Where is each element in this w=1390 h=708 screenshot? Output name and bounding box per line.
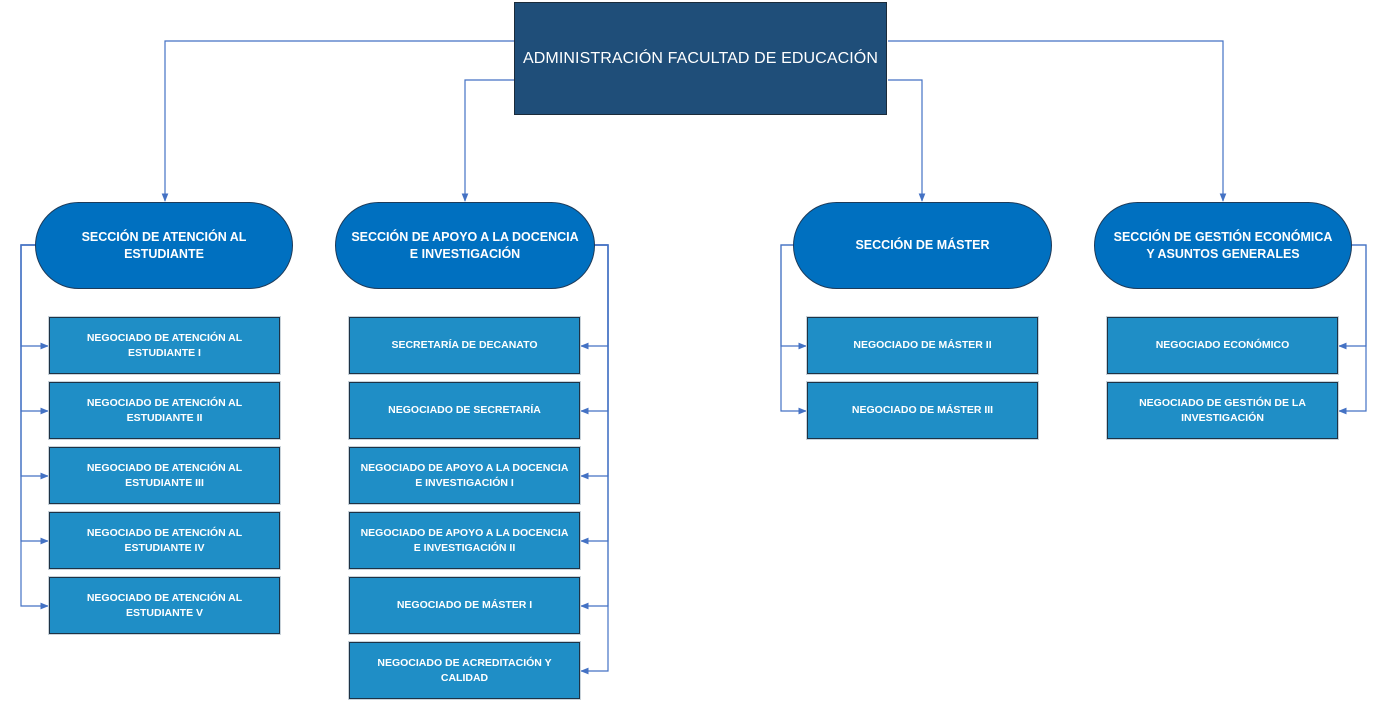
unit-label: NEGOCIADO DE ATENCIÓN AL ESTUDIANTE II — [86, 396, 243, 424]
unit-master-3[interactable]: NEGOCIADO DE MÁSTER III — [807, 382, 1038, 439]
connector-atencion-unit-3 — [20, 244, 49, 480]
unit-label: NEGOCIADO DE GESTIÓN DE LA INVESTIGACIÓN — [1139, 396, 1306, 424]
section-label: SECCIÓN DE ATENCIÓN AL ESTUDIANTE — [81, 229, 247, 261]
unit-label: NEGOCIADO DE APOYO A LA DOCENCIA E INVES… — [360, 461, 569, 489]
connector-root-to-apoyo — [461, 79, 514, 202]
connector-apoyo-unit-3 — [580, 244, 609, 480]
connector-atencion-unit-4 — [20, 244, 49, 545]
section-apoyo-docencia[interactable]: SECCIÓN DE APOYO A LA DOCENCIA E INVESTI… — [335, 202, 595, 289]
unit-gestion-investigacion[interactable]: NEGOCIADO DE GESTIÓN DE LA INVESTIGACIÓN — [1107, 382, 1338, 439]
connector-root-to-master — [888, 79, 926, 202]
unit-label: NEGOCIADO DE ATENCIÓN AL ESTUDIANTE I — [86, 331, 243, 359]
unit-label: NEGOCIADO DE APOYO A LA DOCENCIA E INVES… — [360, 526, 569, 554]
unit-label: NEGOCIADO DE MÁSTER II — [853, 339, 992, 351]
unit-label: NEGOCIADO DE ATENCIÓN AL ESTUDIANTE III — [86, 461, 243, 489]
unit-economico[interactable]: NEGOCIADO ECONÓMICO — [1107, 317, 1338, 374]
section-master[interactable]: SECCIÓN DE MÁSTER — [793, 202, 1052, 289]
connector-apoyo-unit-5 — [580, 244, 609, 610]
unit-label: NEGOCIADO DE MÁSTER III — [851, 404, 994, 416]
connector-apoyo-unit-4 — [580, 244, 609, 545]
unit-label: NEGOCIADO DE SECRETARÍA — [388, 404, 541, 416]
connector-apoyo-unit-6 — [580, 244, 609, 675]
section-gestion-economica[interactable]: SECCIÓN DE GESTIÓN ECONÓMICA Y ASUNTOS G… — [1094, 202, 1352, 289]
section-label: SECCIÓN DE GESTIÓN ECONÓMICA Y ASUNTOS G… — [1113, 229, 1333, 261]
unit-atencion-estudiante-5[interactable]: NEGOCIADO DE ATENCIÓN AL ESTUDIANTE V — [49, 577, 280, 634]
section-label: SECCIÓN DE MÁSTER — [855, 238, 990, 252]
connector-root-to-atencion — [161, 40, 514, 202]
connector-atencion-unit-5 — [20, 244, 49, 610]
unit-label: NEGOCIADO ECONÓMICO — [1155, 339, 1290, 351]
unit-atencion-estudiante-2[interactable]: NEGOCIADO DE ATENCIÓN AL ESTUDIANTE II — [49, 382, 280, 439]
unit-acreditacion-calidad[interactable]: NEGOCIADO DE ACREDITACIÓN Y CALIDAD — [349, 642, 580, 699]
unit-label: NEGOCIADO DE ACREDITACIÓN Y CALIDAD — [377, 656, 552, 684]
unit-atencion-estudiante-4[interactable]: NEGOCIADO DE ATENCIÓN AL ESTUDIANTE IV — [49, 512, 280, 569]
section-label: SECCIÓN DE APOYO A LA DOCENCIA E INVESTI… — [351, 229, 579, 261]
section-atencion-estudiante[interactable]: SECCIÓN DE ATENCIÓN AL ESTUDIANTE — [35, 202, 293, 289]
unit-label: NEGOCIADO DE ATENCIÓN AL ESTUDIANTE IV — [86, 526, 243, 554]
unit-negociado-secretaria[interactable]: NEGOCIADO DE SECRETARÍA — [349, 382, 580, 439]
unit-label: NEGOCIADO DE MÁSTER I — [396, 599, 533, 611]
unit-secretaria-decanato[interactable]: SECRETARÍA DE DECANATO — [349, 317, 580, 374]
unit-atencion-estudiante-3[interactable]: NEGOCIADO DE ATENCIÓN AL ESTUDIANTE III — [49, 447, 280, 504]
unit-apoyo-docencia-1[interactable]: NEGOCIADO DE APOYO A LA DOCENCIA E INVES… — [349, 447, 580, 504]
root-node-label: ADMINISTRACIÓN FACULTAD DE EDUCACIÓN — [522, 49, 879, 67]
unit-apoyo-docencia-2[interactable]: NEGOCIADO DE APOYO A LA DOCENCIA E INVES… — [349, 512, 580, 569]
connector-root-to-gestion — [888, 40, 1227, 202]
unit-atencion-estudiante-1[interactable]: NEGOCIADO DE ATENCIÓN AL ESTUDIANTE I — [49, 317, 280, 374]
unit-master-2[interactable]: NEGOCIADO DE MÁSTER II — [807, 317, 1038, 374]
unit-master-1[interactable]: NEGOCIADO DE MÁSTER I — [349, 577, 580, 634]
unit-label: NEGOCIADO DE ATENCIÓN AL ESTUDIANTE V — [86, 591, 243, 619]
unit-label: SECRETARÍA DE DECANATO — [391, 339, 538, 351]
root-node-administracion[interactable]: ADMINISTRACIÓN FACULTAD DE EDUCACIÓN — [514, 2, 887, 115]
